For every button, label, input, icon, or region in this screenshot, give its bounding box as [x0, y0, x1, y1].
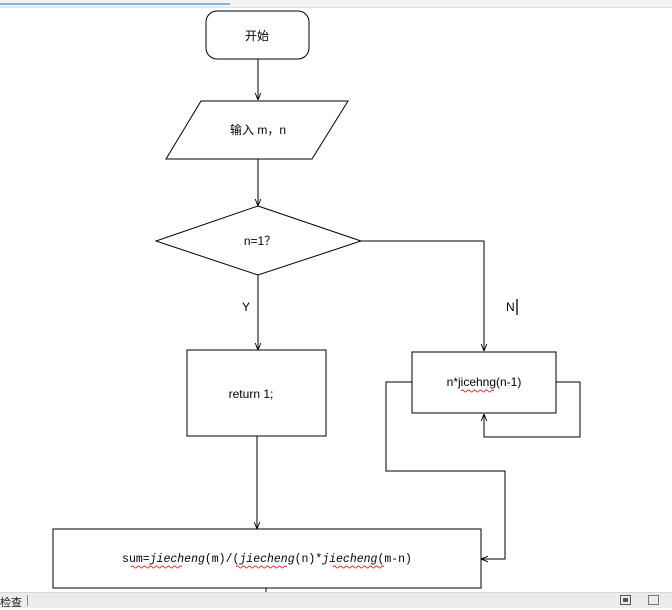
spellcheck-underline-2 [235, 565, 288, 569]
return-process-node [186, 349, 327, 437]
connector-no [361, 240, 484, 351]
sum-func-3: jiecheng [321, 553, 377, 566]
page-view-icon[interactable] [648, 595, 659, 605]
sum-func-1: jiecheng [149, 553, 205, 566]
decision-label: n=1？ [244, 234, 276, 248]
status-divider [27, 595, 28, 606]
status-bar: 检查 [0, 592, 672, 609]
status-check-label[interactable]: 检查 [0, 596, 22, 609]
return-process-label: return 1; [229, 387, 274, 401]
sum-output-node [52, 528, 482, 589]
sum-part-3: (n)* [295, 553, 323, 566]
sum-part-4: (m-n) [377, 553, 412, 566]
top-toolbar [0, 0, 672, 8]
input-label: 输入 m，n [230, 122, 286, 137]
sum-part-2: (m)/( [205, 553, 240, 566]
loading-progress-bar [0, 3, 230, 5]
connector-self-loop [484, 381, 581, 438]
flowchart: 开始 输入 m，n n=1？ Y N return 1; n*jicehng(n… [52, 10, 581, 592]
sum-func-2: jiecheng [238, 553, 294, 566]
input-node [165, 100, 349, 160]
sum-part-1: sum= [122, 553, 150, 566]
start-label: 开始 [245, 29, 269, 43]
recursion-suffix: (n-1) [496, 375, 521, 389]
spellcheck-underline-1 [130, 565, 183, 569]
recursion-process-node [411, 351, 557, 414]
connector-recursion-output [385, 381, 506, 559]
spellcheck-underline-3 [332, 565, 385, 569]
recursion-prefix: n* [447, 375, 459, 389]
no-label: N [506, 300, 515, 314]
spellcheck-underline-recursion [460, 389, 495, 393]
recursion-process-label: n*jicehng(n-1) [447, 375, 522, 389]
sum-output-label: sum=jiecheng(m)/(jiecheng(n)*jiecheng(m-… [122, 553, 412, 566]
yes-label: Y [242, 300, 250, 314]
layout-view-icon[interactable] [620, 595, 631, 605]
recursion-call: jicehng [457, 375, 496, 389]
